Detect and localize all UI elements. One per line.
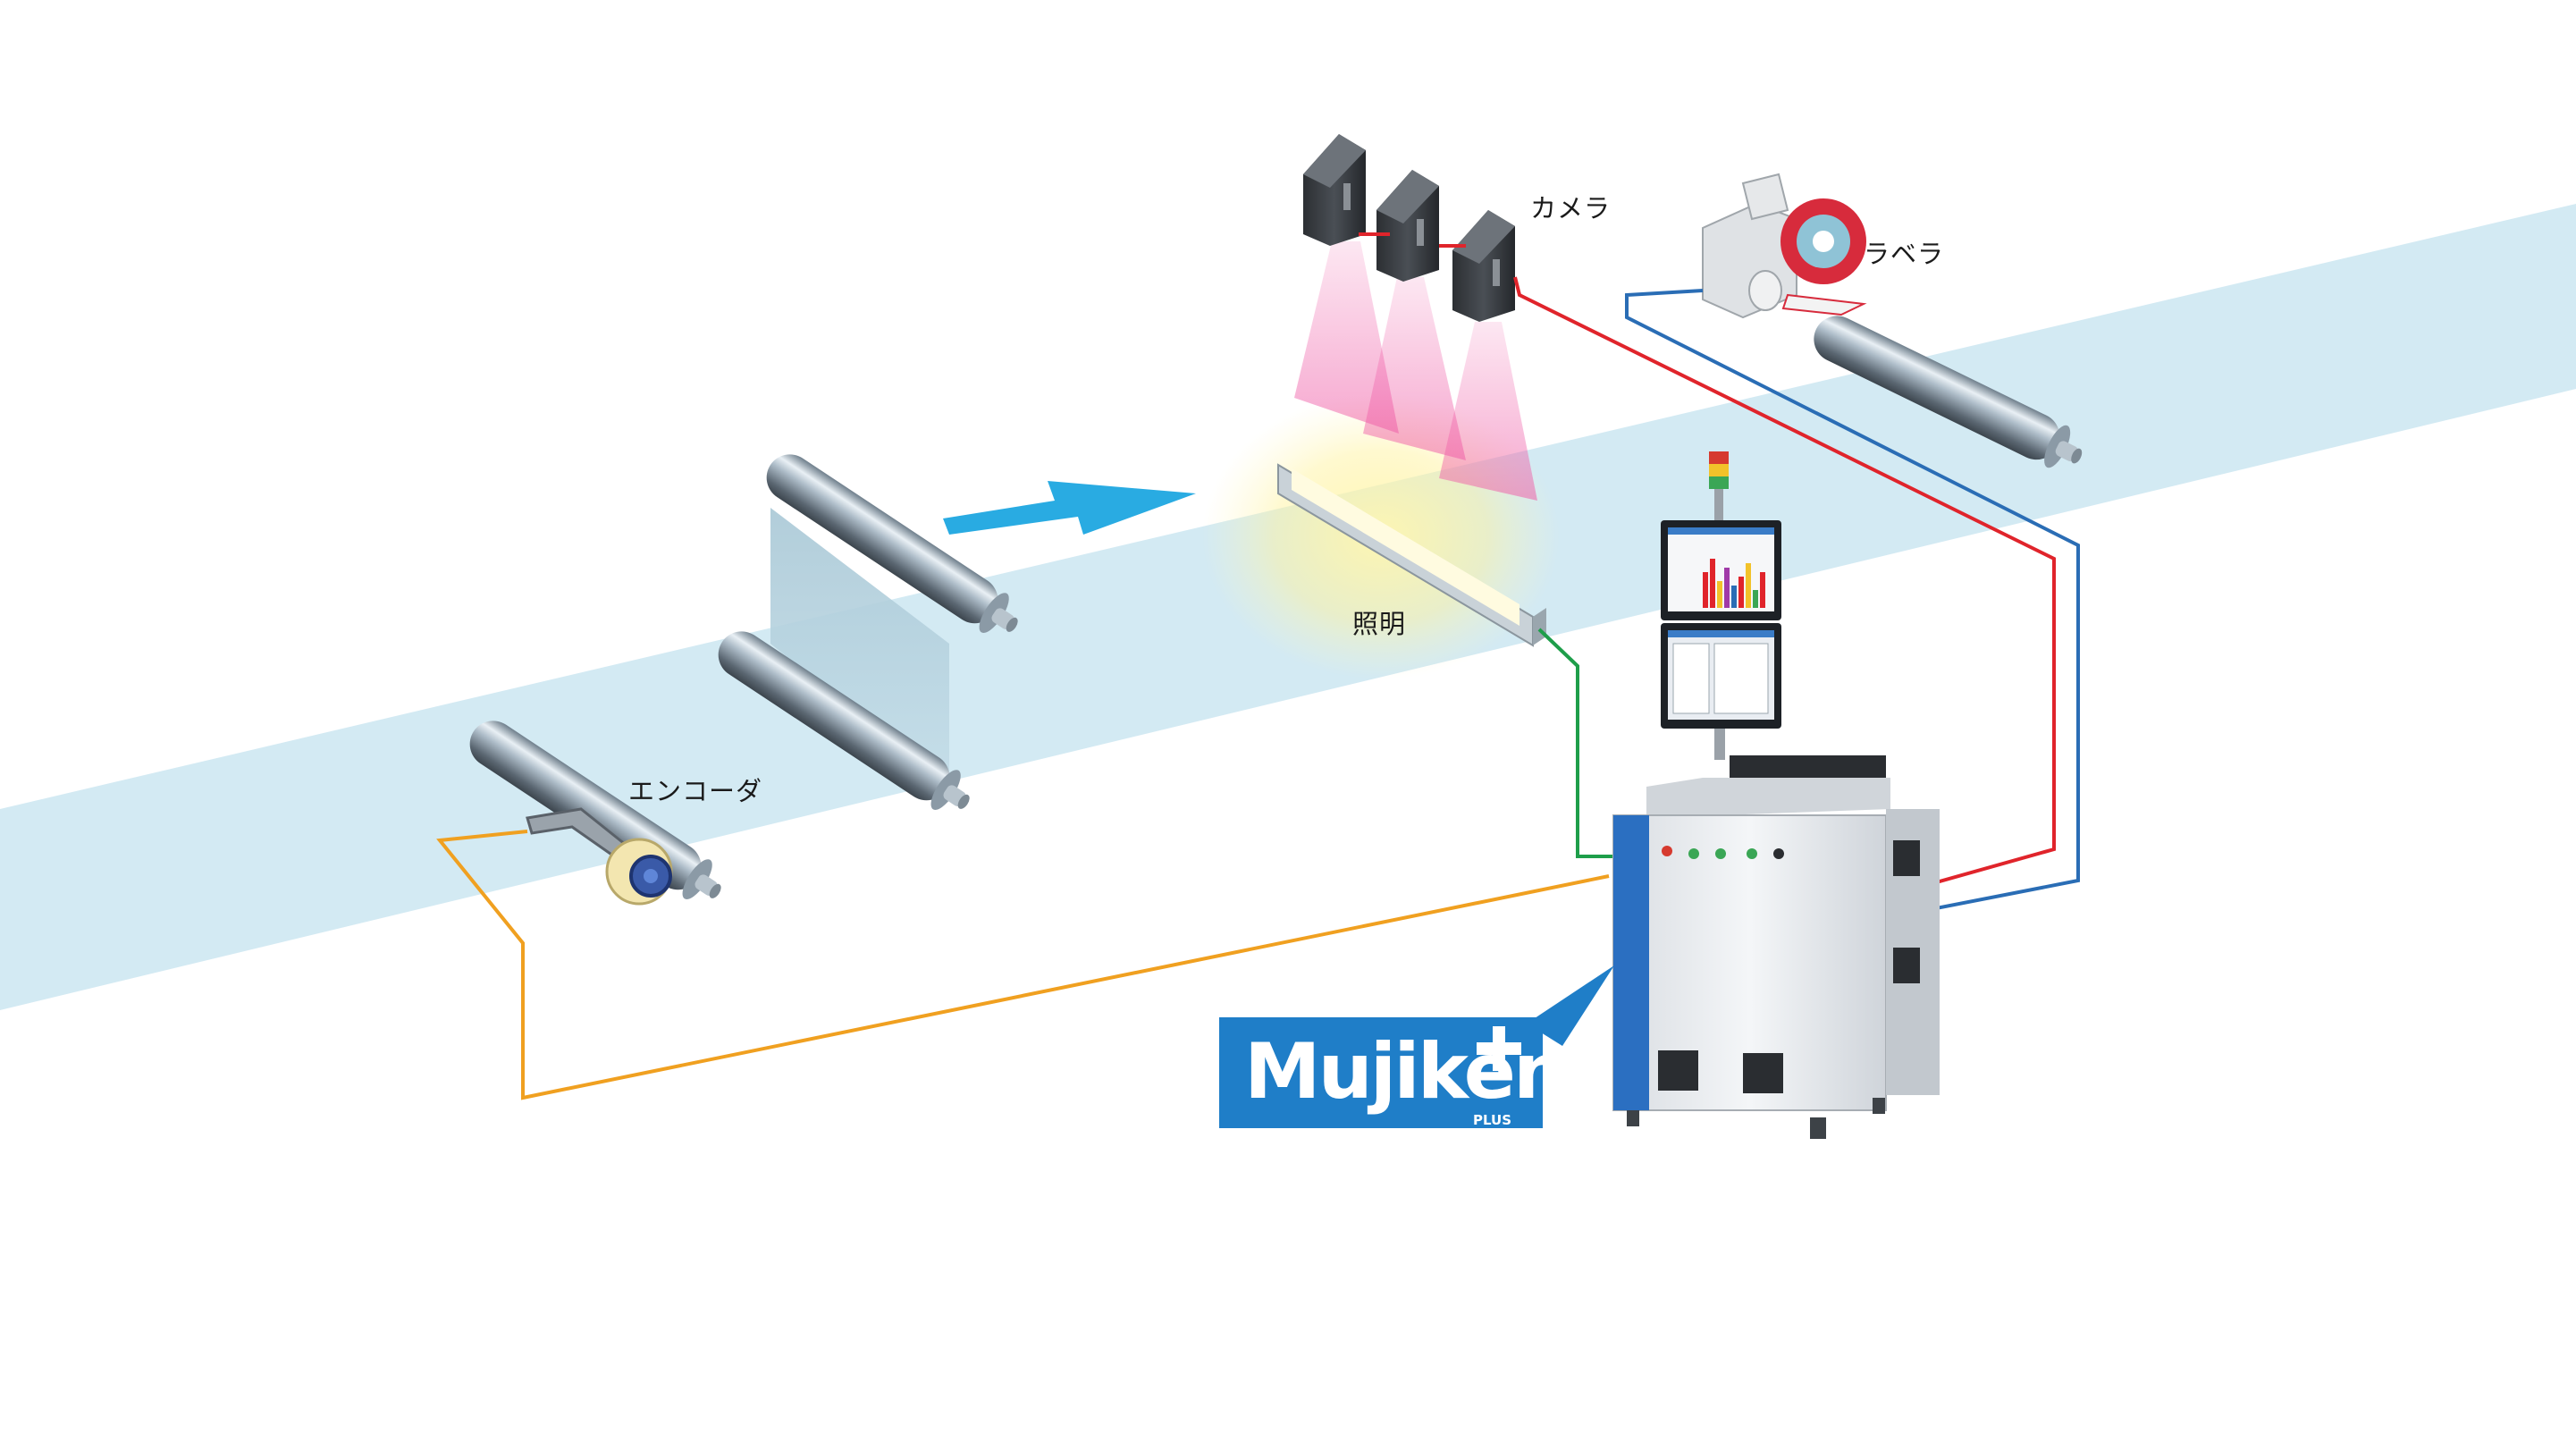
labeler-icon: [1702, 173, 1867, 319]
monitor-chart-bars: [1703, 559, 1765, 608]
mujiken-logo: Mujiken PLUS: [1219, 965, 1614, 1128]
signal-tower-icon: [1709, 451, 1729, 523]
monitor-icon: [1661, 520, 1781, 620]
camera-icon: [1376, 170, 1439, 282]
camera-cable: [1513, 276, 2056, 896]
camera-icon: [1452, 210, 1515, 322]
label-encoder: エンコーダ: [628, 776, 762, 806]
monitor-stand: [1714, 729, 1725, 760]
camera-icon: [1303, 134, 1366, 246]
label-labeler: ラベラ: [1864, 239, 1944, 269]
label-camera: カメラ: [1530, 193, 1611, 223]
logo-brand: Mujiken: [1244, 1027, 1565, 1117]
inspection-machine-icon: [1612, 755, 1940, 1139]
lighting-cable: [1537, 628, 1616, 858]
labeler-cable: [1625, 289, 2080, 918]
monitor-icon: [1661, 623, 1781, 729]
web-curtain: [770, 508, 949, 787]
lighting-bar-icon: [1277, 463, 1546, 647]
label-lighting: 照明: [1352, 609, 1406, 639]
flow-direction-arrow: [943, 481, 1196, 535]
encoder-icon: [526, 807, 673, 906]
camera-beams: [1294, 241, 1537, 501]
encoder-cable: [436, 830, 1610, 1100]
plus-icon: [1477, 1026, 1521, 1071]
logo-sub: PLUS: [1473, 1112, 1511, 1128]
